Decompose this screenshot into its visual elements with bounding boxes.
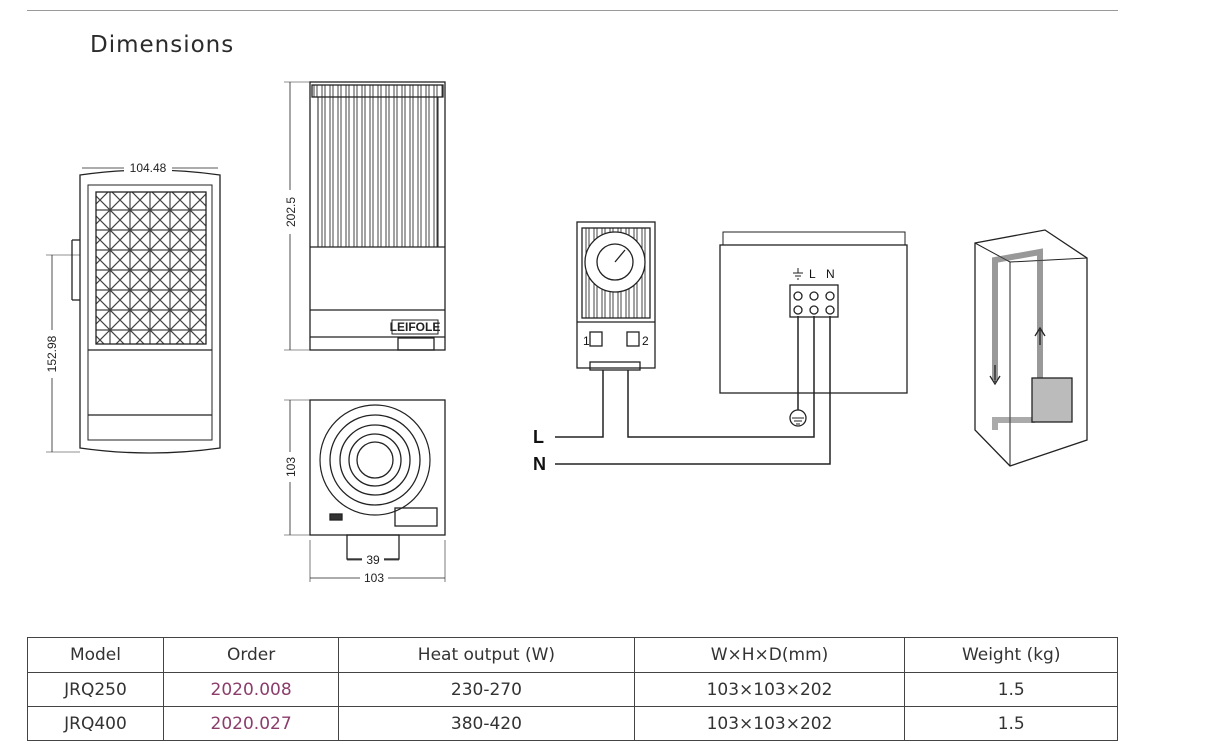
- cell-order: 2020.027: [162, 706, 340, 741]
- cell-dimensions: 103×103×202: [633, 706, 906, 741]
- cell-weight: 1.5: [904, 672, 1118, 707]
- side-width-dimension: 104.48: [130, 161, 167, 175]
- front-height-dimension: 202.5: [284, 197, 298, 227]
- cell-heat-output: 380-420: [338, 706, 635, 741]
- top-divider: [27, 10, 1118, 11]
- terminal-N: N: [826, 267, 835, 281]
- table-row: JRQ400 2020.027 380-420 103×103×202 1.5: [27, 706, 1118, 741]
- cell-model: JRQ400: [27, 706, 164, 741]
- line-label: L: [533, 427, 544, 447]
- page-title: Dimensions: [90, 32, 235, 58]
- top-view: [284, 399, 446, 582]
- cell-model: JRQ250: [27, 672, 164, 707]
- col-model: Model: [27, 637, 164, 673]
- cell-heat-output: 230-270: [338, 672, 635, 707]
- table-header-row: Model Order Heat output (W) W×H×D(mm) We…: [27, 637, 1118, 673]
- col-order: Order: [162, 637, 340, 673]
- top-depth-dimension: 103: [284, 457, 298, 477]
- side-view: [46, 167, 221, 454]
- cell-dimensions: 103×103×202: [633, 672, 906, 707]
- wiring-lines: [555, 316, 831, 465]
- table-row: JRQ250 2020.008 230-270 103×103×202 1.5: [27, 672, 1118, 707]
- neutral-label: N: [533, 454, 546, 474]
- col-dimensions: W×H×D(mm): [633, 637, 906, 673]
- front-view: [284, 81, 446, 351]
- thermostat: [576, 221, 656, 371]
- col-weight: Weight (kg): [904, 637, 1118, 673]
- spec-table: Model Order Heat output (W) W×H×D(mm) We…: [27, 637, 1118, 741]
- thermostat-terminal-1: 1: [583, 334, 590, 348]
- col-heat-output: Heat output (W): [338, 637, 635, 673]
- thermostat-terminal-2: 2: [642, 334, 649, 348]
- brand-label: LEIFOLE: [390, 320, 441, 334]
- cell-weight: 1.5: [904, 706, 1118, 741]
- bottom-width-dimension: 103: [364, 571, 384, 585]
- side-height-dimension: 152.98: [45, 335, 59, 372]
- bottom-inner-dimension: 39: [366, 553, 380, 567]
- cell-order: 2020.008: [162, 672, 340, 707]
- terminal-L: L: [809, 267, 816, 281]
- technical-drawing: 104.48 152.98 LEIFOLE 202.5 10: [45, 81, 1088, 585]
- cabinet-illustration: [974, 229, 1088, 467]
